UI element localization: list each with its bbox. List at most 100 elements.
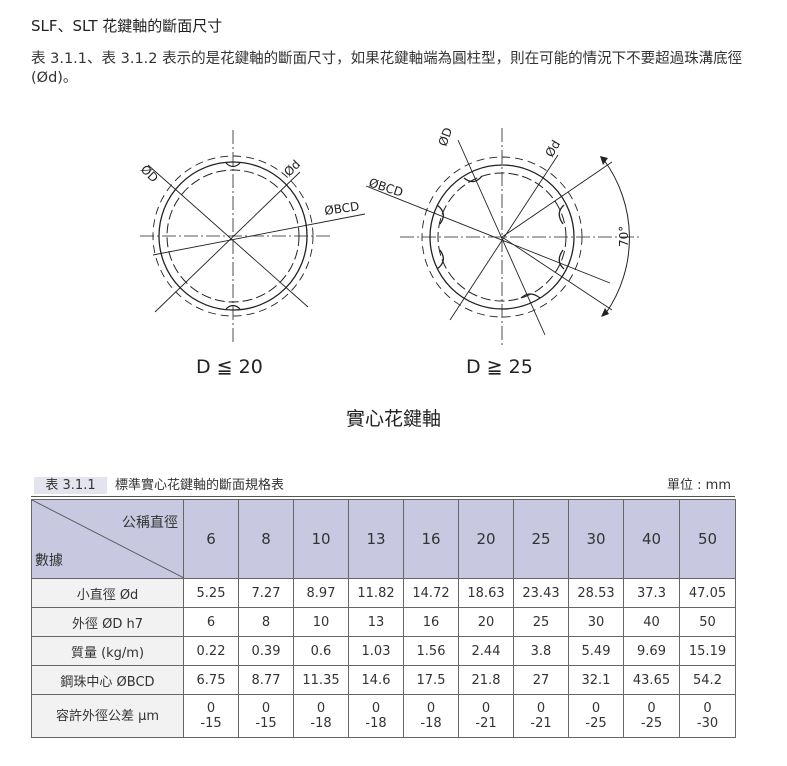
tolerance-cell: 0-21 (458, 694, 514, 738)
tolerance-lower: -25 (585, 716, 607, 731)
left-od-label: ØD (138, 162, 161, 185)
table-title: 標準實心花鍵軸的斷面規格表 (115, 478, 285, 493)
table-cell: 13 (348, 607, 404, 637)
tolerance-cell: 0-18 (348, 694, 404, 738)
left-d-label: Ød (281, 157, 303, 179)
tolerance-upper: 0 (591, 701, 601, 716)
table-cell: 1.56 (403, 636, 459, 666)
tolerance-cell: 0-25 (623, 694, 680, 738)
row-label: 小直徑 Ød (31, 578, 184, 608)
tolerance-cell: 0-18 (403, 694, 459, 738)
tolerance-cell: 0-15 (183, 694, 239, 738)
tolerance-upper: 0 (206, 701, 216, 716)
table-cell: 6 (183, 607, 239, 637)
column-header: 6 (183, 499, 239, 579)
tolerance-upper: 0 (647, 701, 656, 716)
table-header-rule (31, 496, 735, 497)
table-cell: 40 (623, 607, 680, 637)
tolerance-lower: -18 (365, 716, 387, 731)
left-bcd-label: ØBCD (323, 199, 360, 218)
tolerance-upper: 0 (261, 701, 271, 716)
table-cell: 47.05 (679, 578, 736, 608)
spec-table: 公稱直徑 數據 6 8 10 13 16 20 25 30 40 50 小直徑 … (31, 499, 736, 738)
table-cell: 28.53 (568, 578, 624, 608)
table-cell: 14.6 (348, 665, 404, 695)
table-cell: 17.5 (403, 665, 459, 695)
table-cell: 18.63 (458, 578, 514, 608)
right-od-label: ØD (436, 126, 456, 148)
left-cross-section (140, 130, 366, 345)
tolerance-cell: 0-21 (513, 694, 569, 738)
table-cell: 0.39 (238, 636, 294, 666)
left-condition-label: D ≦ 20 (196, 356, 263, 378)
table-cell: 50 (679, 607, 736, 637)
right-angle-label: 70° (617, 226, 631, 247)
table-cell: 11.35 (293, 665, 349, 695)
corner-top-label: 公稱直徑 (122, 515, 178, 531)
tolerance-upper: 0 (426, 701, 436, 716)
table-cell: 23.43 (513, 578, 569, 608)
tolerance-lower: -15 (255, 716, 277, 731)
tolerance-lower: -21 (530, 716, 552, 731)
table-number: 表 3.1.1 (34, 477, 107, 494)
table-cell: 16 (403, 607, 459, 637)
table-cell: 5.25 (183, 578, 239, 608)
table-cell: 11.82 (348, 578, 404, 608)
table-cell: 5.49 (568, 636, 624, 666)
column-header: 50 (679, 499, 736, 579)
row-label: 鋼珠中心 ØBCD (31, 665, 184, 695)
column-header: 30 (568, 499, 624, 579)
corner-bottom-label: 數據 (35, 553, 63, 569)
table-cell: 7.27 (238, 578, 294, 608)
tolerance-upper: 0 (703, 701, 712, 716)
column-header: 13 (348, 499, 404, 579)
table-cell: 54.2 (679, 665, 736, 695)
table-cell: 37.3 (623, 578, 680, 608)
right-cross-section (365, 128, 640, 348)
table-cell: 25 (513, 607, 569, 637)
table-cell: 20 (458, 607, 514, 637)
table-cell: 27 (513, 665, 569, 695)
table-header-bar: 表 3.1.1 標準實心花鍵軸的斷面規格表 單位 : mm (31, 477, 735, 497)
table-cell: 21.8 (458, 665, 514, 695)
column-header: 25 (513, 499, 569, 579)
tolerance-lower: -15 (200, 716, 222, 731)
row-label: 容許外徑公差 µm (31, 694, 184, 738)
row-label: 質量 (kg/m) (31, 636, 184, 666)
table-cell: 8.97 (293, 578, 349, 608)
table-cell: 43.65 (623, 665, 680, 695)
tolerance-lower: -30 (696, 716, 719, 731)
column-header: 16 (403, 499, 459, 579)
table-cell: 30 (568, 607, 624, 637)
tolerance-upper: 0 (536, 701, 546, 716)
table-cell: 9.69 (623, 636, 680, 666)
table-cell: 0.22 (183, 636, 239, 666)
table-cell: 8.77 (238, 665, 294, 695)
column-header: 8 (238, 499, 294, 579)
table-cell: 0.6 (293, 636, 349, 666)
table-cell: 2.44 (458, 636, 514, 666)
tolerance-upper: 0 (371, 701, 381, 716)
column-header: 10 (293, 499, 349, 579)
column-header: 40 (623, 499, 680, 579)
tolerance-lower: -25 (640, 716, 663, 731)
row-label: 外徑 ØD h7 (31, 607, 184, 637)
table-cell: 10 (293, 607, 349, 637)
table-header-row: 公稱直徑 數據 6 8 10 13 16 20 25 30 40 50 (31, 499, 736, 579)
figure-caption: 實心花鍵軸 (345, 408, 441, 430)
tolerance-cell: 0-30 (679, 694, 736, 738)
right-bcd-label: ØBCD (367, 176, 405, 200)
table-cell: 15.19 (679, 636, 736, 666)
tolerance-lower: -21 (475, 716, 497, 731)
tolerance-upper: 0 (481, 701, 491, 716)
spline-shaft-diagram: ØD Ød ØBCD ØD Ød ØBCD 70° (138, 126, 640, 348)
corner-cell: 公稱直徑 數據 (31, 499, 184, 579)
tolerance-lower: -18 (310, 716, 332, 731)
table-cell: 6.75 (183, 665, 239, 695)
table-cell: 3.8 (513, 636, 569, 666)
tolerance-cell: 0-25 (568, 694, 624, 738)
table-cell: 1.03 (348, 636, 404, 666)
